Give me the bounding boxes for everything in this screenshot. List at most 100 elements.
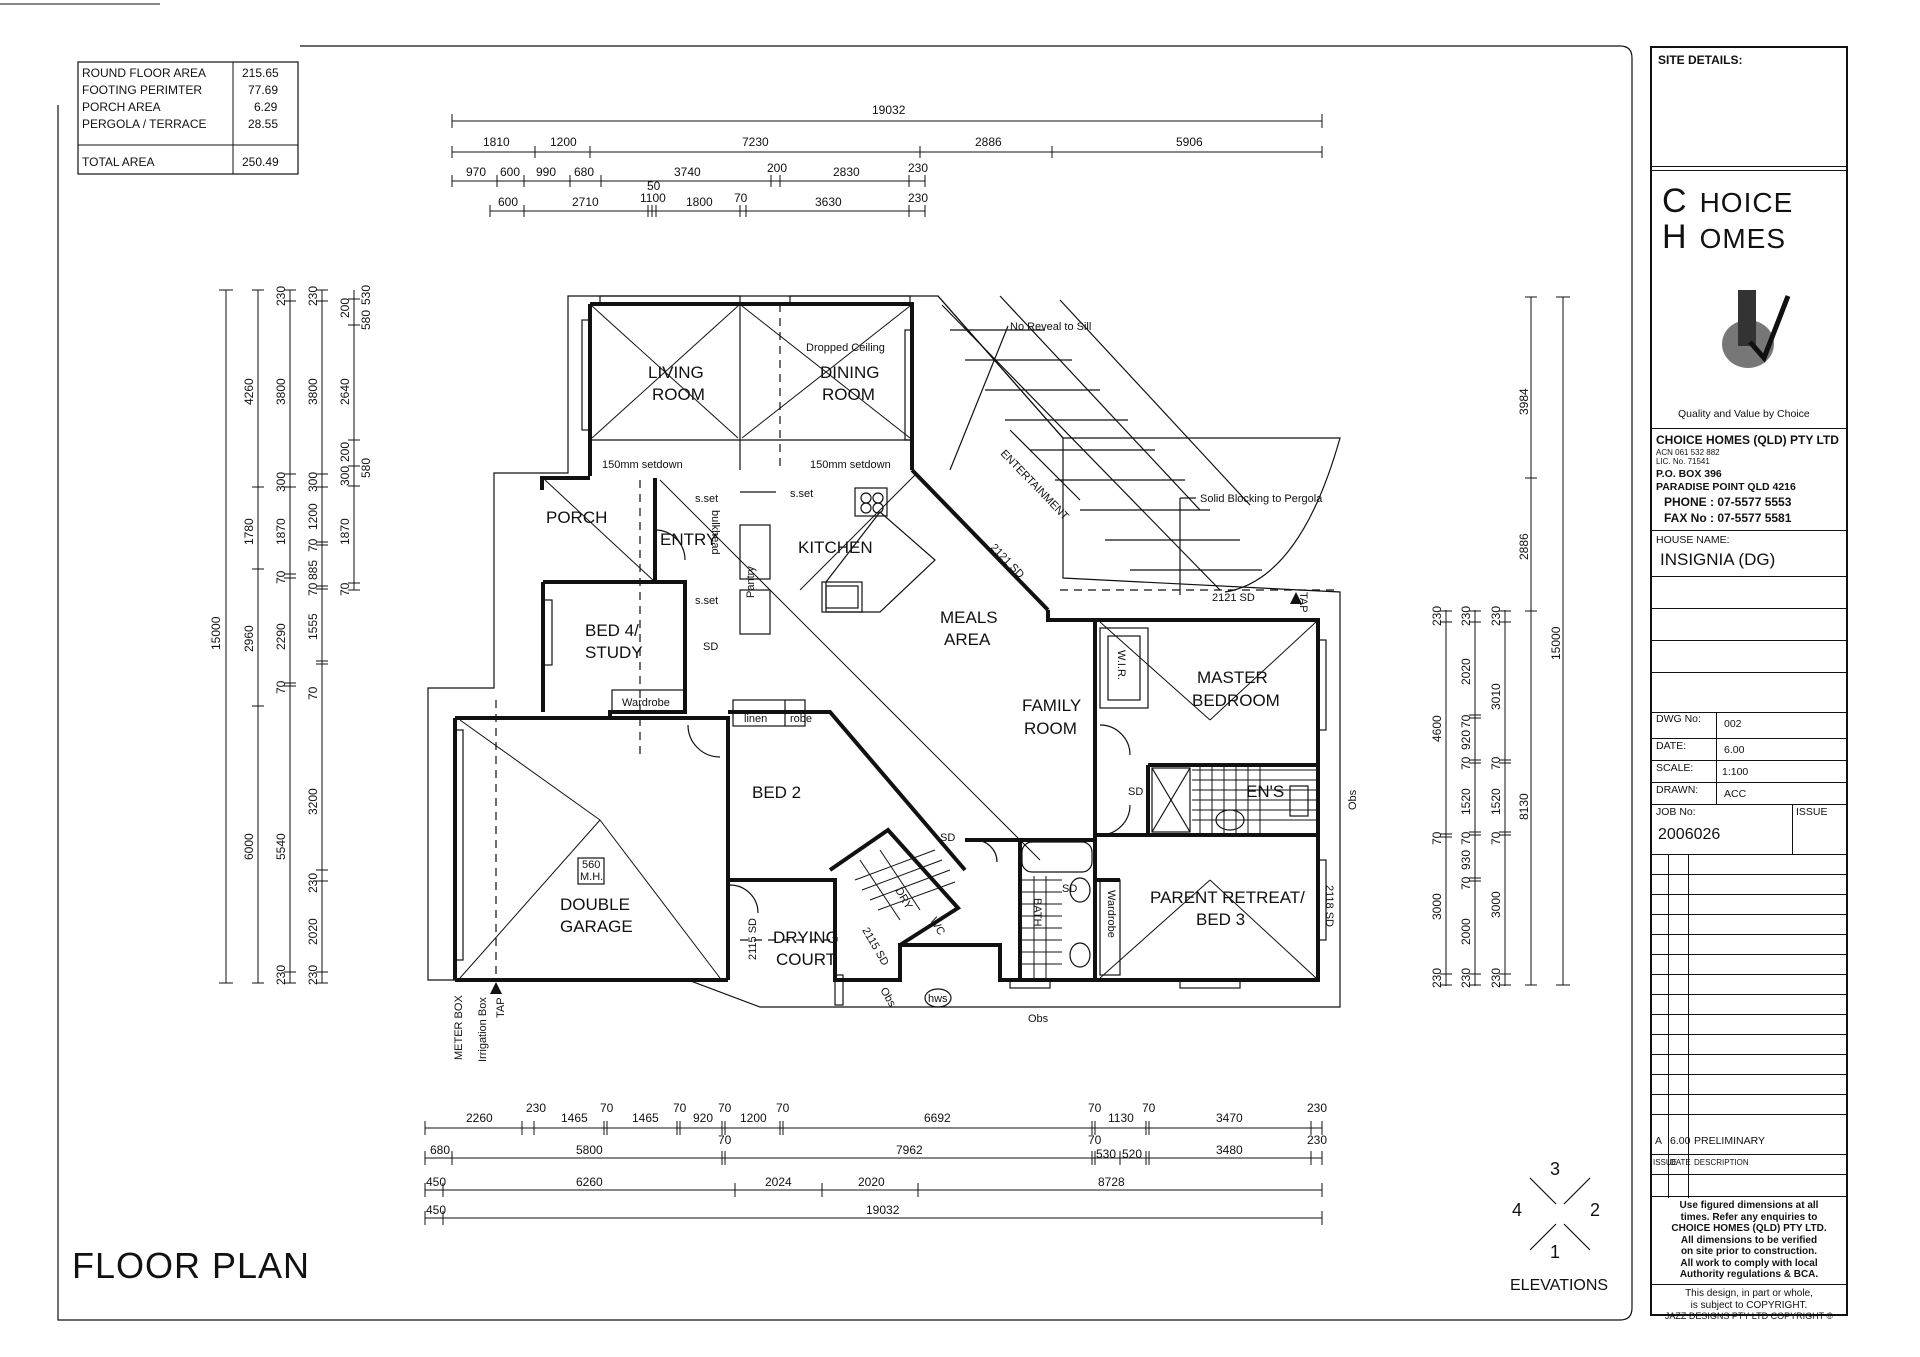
note-no-reveal: No Reveal to Sill — [1010, 321, 1091, 333]
dim-right-c2-2: 70 — [1430, 831, 1444, 845]
dim-left-c2-0: 230 — [274, 286, 288, 306]
dim-left-c3-3: 1200 — [306, 503, 320, 530]
tb-row-drawn — [1652, 804, 1846, 805]
disclaimer: Use figured dimensions at all times. Ref… — [1656, 1200, 1842, 1281]
disclaimer-line-7: Authority regulations & BCA. — [1679, 1269, 1819, 1280]
dim-left-c4-4: 70 — [338, 582, 352, 596]
bath-tub — [1021, 841, 1093, 873]
dim-right-c3-6: 70 — [1459, 831, 1473, 845]
scale-label: SCALE: — [1656, 762, 1694, 774]
dim-bot-r4-1: 19032 — [866, 1203, 900, 1217]
tb-rev-row-g — [1652, 994, 1846, 995]
note-sd-4: SD — [1062, 883, 1077, 895]
tile-hatch-ensuite — [1192, 766, 1316, 834]
room-drying-label-2: COURT — [776, 950, 836, 969]
dim-right-c4-5: 3000 — [1489, 891, 1503, 918]
dim-left-c4-8: 580 — [359, 310, 373, 330]
dim-bot-r1-5: 70 — [673, 1101, 687, 1115]
wall-porch-top — [540, 476, 590, 490]
room-master-label: MASTER — [1197, 668, 1268, 687]
linen-cupboard — [732, 699, 806, 727]
dim-right-c3-4: 70 — [1459, 756, 1473, 770]
dim-left-c4-7: 580 — [359, 458, 373, 478]
area-label-ground: ROUND FLOOR AREA — [82, 66, 206, 80]
dim-right-c3-9: 2000 — [1459, 918, 1473, 945]
dim-left-c4-0: 200 — [338, 298, 352, 318]
dim-top-r3-4: 1800 — [686, 195, 713, 209]
copyright: This design, in part or whole, is subjec… — [1656, 1288, 1842, 1323]
logo-c: C — [1662, 182, 1688, 220]
dim-left-c2-8: 230 — [274, 965, 288, 985]
note-sd-2: SD — [1128, 786, 1143, 798]
rev-issue: A — [1655, 1135, 1663, 1147]
pergola — [937, 295, 1341, 593]
dim-bot-r3-1: 6260 — [576, 1175, 603, 1189]
dim-bot-r3-3: 2020 — [858, 1175, 885, 1189]
dim-right-c1-0: 3984 — [1517, 388, 1531, 415]
tb-rev-row-a — [1652, 874, 1846, 875]
door-swing-bath — [974, 839, 998, 863]
note-sset-3: s.set — [695, 595, 718, 607]
logo-omes: OMES — [1699, 223, 1787, 254]
dim-bot-r4-0: 450 — [426, 1203, 446, 1217]
note-sd-2115-b: 2115 SD — [859, 926, 890, 968]
dim-bot-r1-15: 230 — [1307, 1101, 1327, 1115]
dim-bot-r2-2: 70 — [718, 1133, 732, 1147]
company-po: P.O. BOX 396 — [1656, 468, 1722, 480]
tb-row-job — [1652, 854, 1846, 855]
dim-top-r2-0: 970 — [466, 165, 486, 179]
disclaimer-line-6: All work to comply with local — [1680, 1257, 1818, 1269]
dim-left-c2-7: 5540 — [274, 833, 288, 860]
dim-bot-r3-2: 2024 — [765, 1175, 792, 1189]
tb-rev-row-header — [1652, 1174, 1846, 1175]
door-swing-entry — [654, 529, 686, 561]
shower — [1151, 767, 1191, 833]
dim-top-r3-0: 600 — [498, 195, 518, 209]
dim-left-c1-0: 4260 — [242, 378, 256, 405]
drawn-label: DRAWN: — [1656, 784, 1699, 796]
dim-bot-r2-5: 530 — [1096, 1147, 1116, 1161]
basin-bath-2 — [1069, 942, 1091, 968]
note-sd-1: SD — [703, 641, 718, 653]
drawn-value: ACC — [1724, 788, 1747, 800]
note-obs-1: Obs — [1028, 1013, 1049, 1025]
room-family-label-2: ROOM — [1024, 719, 1077, 738]
room-bed4-label: BED 4/ — [585, 621, 639, 640]
dim-top-r3-7: 230 — [908, 191, 928, 205]
door-swing-master — [1099, 724, 1131, 756]
room-wardrobe-label: Wardrobe — [622, 697, 670, 709]
tb-divider-logo — [1652, 166, 1846, 167]
dim-right-c2-0: 230 — [1430, 606, 1444, 626]
dim-right-c4-6: 230 — [1489, 968, 1503, 988]
dim-top-r1-4: 5906 — [1176, 135, 1203, 149]
toilet-ensuite — [1289, 785, 1309, 817]
area-label-footing: FOOTING PERIMTER — [82, 83, 202, 97]
kitchen-island — [825, 511, 936, 613]
elevation-4: 4 — [1512, 1200, 1522, 1220]
tb-row-1 — [1652, 576, 1846, 577]
dim-bot-r2-4: 70 — [1088, 1133, 1102, 1147]
note-setdown-1: 150mm setdown — [602, 459, 683, 471]
manhole-box — [577, 857, 605, 885]
dim-left-c2-2: 300 — [274, 472, 288, 492]
cooktop-ring-1 — [860, 492, 872, 504]
dim-top-r1-0: 1810 — [483, 135, 510, 149]
logo-caption: Quality and Value by Choice — [1678, 408, 1810, 420]
dim-left-c1-1: 1780 — [242, 518, 256, 545]
tb-rev-row-i — [1652, 1034, 1846, 1035]
dim-right-c3-3: 920 — [1459, 730, 1473, 750]
tb-row-date — [1652, 760, 1846, 761]
room-robe-label: robe — [790, 713, 812, 725]
dim-right-c2-4: 230 — [1430, 968, 1444, 988]
dim-bot-r1-11: 70 — [1088, 1101, 1102, 1115]
dim-top-r2-3: 680 — [574, 165, 594, 179]
wall-bed4 — [543, 580, 687, 717]
note-sset-2: s.set — [790, 488, 813, 500]
tb-rev-row-j — [1652, 1054, 1846, 1055]
room-master-label-2: BEDROOM — [1192, 691, 1280, 710]
sheet-border — [57, 45, 1633, 1321]
dim-right-c4-2: 70 — [1489, 756, 1503, 770]
dim-left-c3-12: 230 — [306, 965, 320, 985]
dim-bot-r1-0: 2260 — [466, 1111, 493, 1125]
dim-right-c2-3: 3000 — [1430, 893, 1444, 920]
